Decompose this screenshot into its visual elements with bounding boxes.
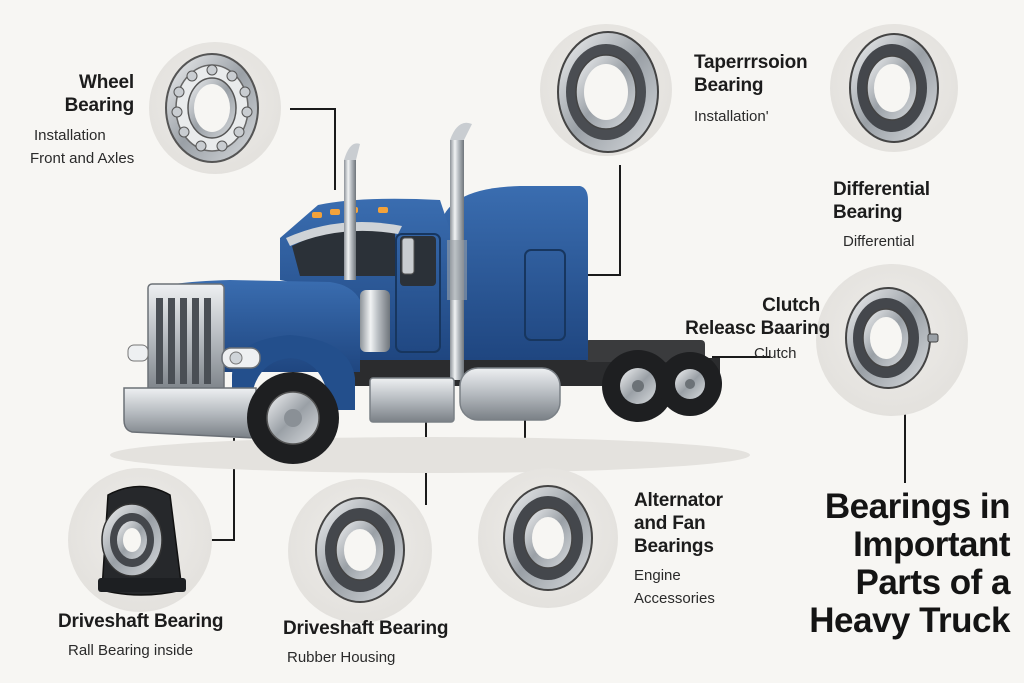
title-differential-bearing-line2: Bearing	[833, 202, 903, 223]
desc-driveshaft-bearing-2: Rubber Housing	[287, 649, 396, 666]
door	[395, 233, 441, 353]
front-wheel	[247, 372, 339, 464]
title-wheel-bearing-line1: Wheel	[79, 72, 134, 93]
exhaust-heat-shield	[447, 240, 467, 300]
tapered-roller-bearing-icon	[540, 24, 672, 156]
front-fender	[232, 335, 355, 410]
label-driveshaft-bearing-2: Driveshaft Bearing Rubber Housing	[283, 617, 483, 669]
leader-wheel	[290, 108, 336, 190]
mirror	[401, 237, 415, 275]
alternator-bearing-icon	[478, 468, 618, 608]
desc-driveshaft-bearing-1: Rall Bearing inside	[68, 642, 194, 659]
label-clutch-bearing: Clutch Releasc Baaring Clutch	[670, 294, 830, 365]
grille-bars	[156, 298, 211, 384]
page-title: Bearings in Important Parts of a Heavy T…	[760, 488, 1010, 640]
title-taper-bearing-line1: Taperrrsoion	[694, 52, 808, 73]
sleeper-door	[524, 249, 566, 341]
title-clutch-bearing-line1: Clutch	[762, 295, 820, 316]
label-differential-bearing: Differential Bearing Differential	[833, 178, 983, 253]
sealed-ball-bearing-icon	[288, 479, 432, 623]
title-taper-bearing-line2: Bearing	[694, 75, 764, 96]
leader-taper	[575, 165, 621, 276]
title-driveshaft-bearing-2: Driveshaft Bearing	[283, 618, 449, 639]
page-title-line4: Heavy Truck	[809, 601, 1010, 640]
side-light	[127, 344, 149, 362]
rear-wheel-2	[658, 352, 722, 416]
desc-clutch-bearing-line1: Clutch	[754, 345, 797, 362]
truck-illustration	[110, 122, 750, 473]
page-title-line2: Important	[853, 525, 1010, 564]
desc-alternator-line2: Accessories	[634, 590, 715, 607]
title-alternator-line1: Alternator	[634, 490, 723, 511]
sleeper-cab	[440, 186, 588, 360]
label-driveshaft-bearing-1: Driveshaft Bearing Rall Bearing inside	[58, 610, 258, 662]
bumper	[123, 387, 257, 439]
driveshaft-center-bearing-icon	[68, 468, 212, 612]
desc-differential-bearing-line1: Differential	[843, 233, 915, 250]
title-wheel-bearing-line2: Bearing	[64, 95, 135, 116]
deep-groove-ball-bearing-icon	[149, 42, 281, 174]
label-taper-bearing: Taperrrsoion Bearing Installation'	[694, 51, 844, 128]
label-alternator-bearings: Alternator and Fan Bearings Engine Acces…	[634, 489, 764, 610]
desc-alternator-line1: Engine	[634, 567, 681, 584]
step-box	[369, 377, 455, 423]
ground-shadow	[110, 437, 750, 473]
sun-visor	[286, 222, 402, 246]
label-wheel-bearing: Wheel Bearing Installation Front and Axl…	[30, 71, 144, 170]
page-title-line1: Bearings in	[824, 487, 1011, 526]
windshield	[292, 228, 395, 276]
rear-wheel-1	[602, 350, 674, 422]
title-differential-bearing-line1: Differential	[833, 179, 930, 200]
title-driveshaft-bearing-1: Driveshaft Bearing	[58, 611, 224, 632]
fuel-tank	[459, 367, 561, 421]
air-cleaner	[360, 290, 390, 352]
clutch-release-bearing-icon	[816, 264, 968, 416]
differential-bearing-icon	[830, 24, 958, 152]
page-title-line3: Parts of a	[855, 563, 1011, 602]
title-alternator-line2: and Fan	[634, 513, 706, 534]
desc-taper-bearing-line1: Installation'	[694, 108, 769, 125]
title-clutch-bearing-line2: Releasc Baaring	[685, 318, 830, 339]
desc-wheel-bearing-line1: Installation	[34, 127, 106, 144]
desc-wheel-bearing-line2: Front and Axles	[30, 150, 135, 167]
title-alternator-line3: Bearings	[634, 536, 714, 557]
exhaust-stack-left	[344, 160, 356, 280]
